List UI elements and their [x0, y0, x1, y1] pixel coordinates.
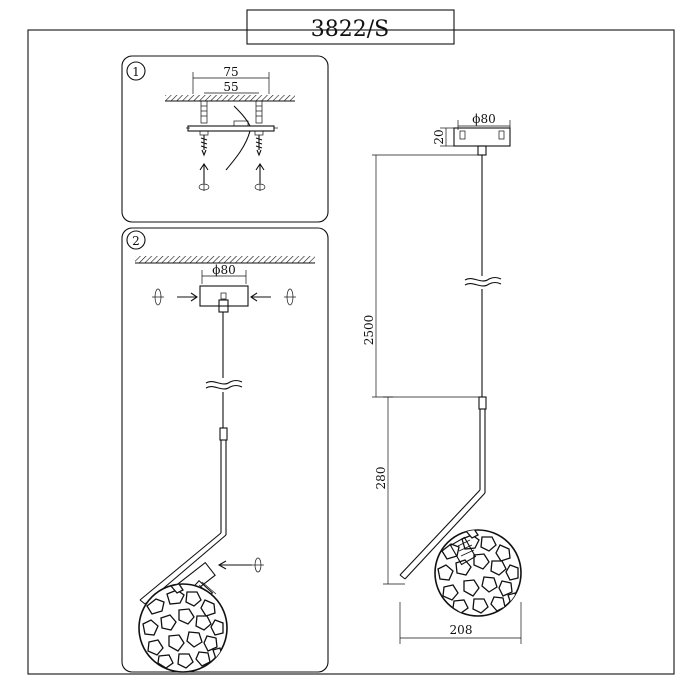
globe-shade-step2	[138, 583, 228, 673]
canopy-step2	[199, 285, 249, 313]
arrow-up-left	[199, 163, 209, 183]
rod-connector-step2	[219, 427, 228, 441]
rotate-icon-right	[254, 183, 266, 191]
suspension-cable-side	[464, 155, 502, 397]
suspension-cable-step2	[205, 312, 243, 428]
lamp-holder-side	[449, 536, 477, 566]
screw-right	[254, 130, 264, 157]
dim-55-label: 55	[223, 80, 238, 94]
step-2-badge	[126, 230, 146, 250]
dim-75-label: 75	[223, 65, 238, 79]
wall-plug-left	[200, 100, 208, 124]
supply-wire	[225, 105, 251, 171]
rod-connector-side	[478, 396, 487, 410]
mounting-bracket	[186, 125, 278, 132]
screw-left	[199, 130, 209, 157]
insert-arrow	[217, 560, 252, 570]
dim-208-label: 208	[450, 623, 473, 637]
side-screw-left	[152, 288, 198, 306]
dim-phi80-side: ϕ80	[472, 112, 495, 126]
arrow-up-right	[255, 163, 265, 183]
step-1-panel: 1 75 55	[121, 55, 329, 223]
globe-shade-side	[434, 529, 522, 617]
sheet-border	[27, 29, 675, 675]
step-1-badge	[126, 61, 146, 81]
ceiling-hatch-2	[135, 256, 315, 264]
dim-20-label: 20	[432, 129, 446, 144]
angled-rod-side	[399, 409, 486, 580]
rotate-icon-left	[198, 183, 210, 191]
side-screw-right	[250, 288, 296, 306]
canopy-side	[453, 127, 511, 156]
dim-phi80-step2: ϕ80	[212, 263, 235, 277]
side-view: ϕ80 20 2500 280	[362, 112, 522, 644]
step-2-panel: 2 ϕ80	[121, 227, 329, 673]
model-number: 3822/S	[311, 17, 389, 42]
dim-280-label: 280	[374, 467, 388, 490]
title-block: 3822/S	[246, 9, 455, 45]
ceiling-hatch	[165, 95, 295, 102]
wall-plug-right	[255, 100, 263, 124]
step-2-number: 2	[132, 234, 140, 248]
step-1-number: 1	[132, 65, 140, 79]
dim-2500-label: 2500	[362, 315, 376, 346]
